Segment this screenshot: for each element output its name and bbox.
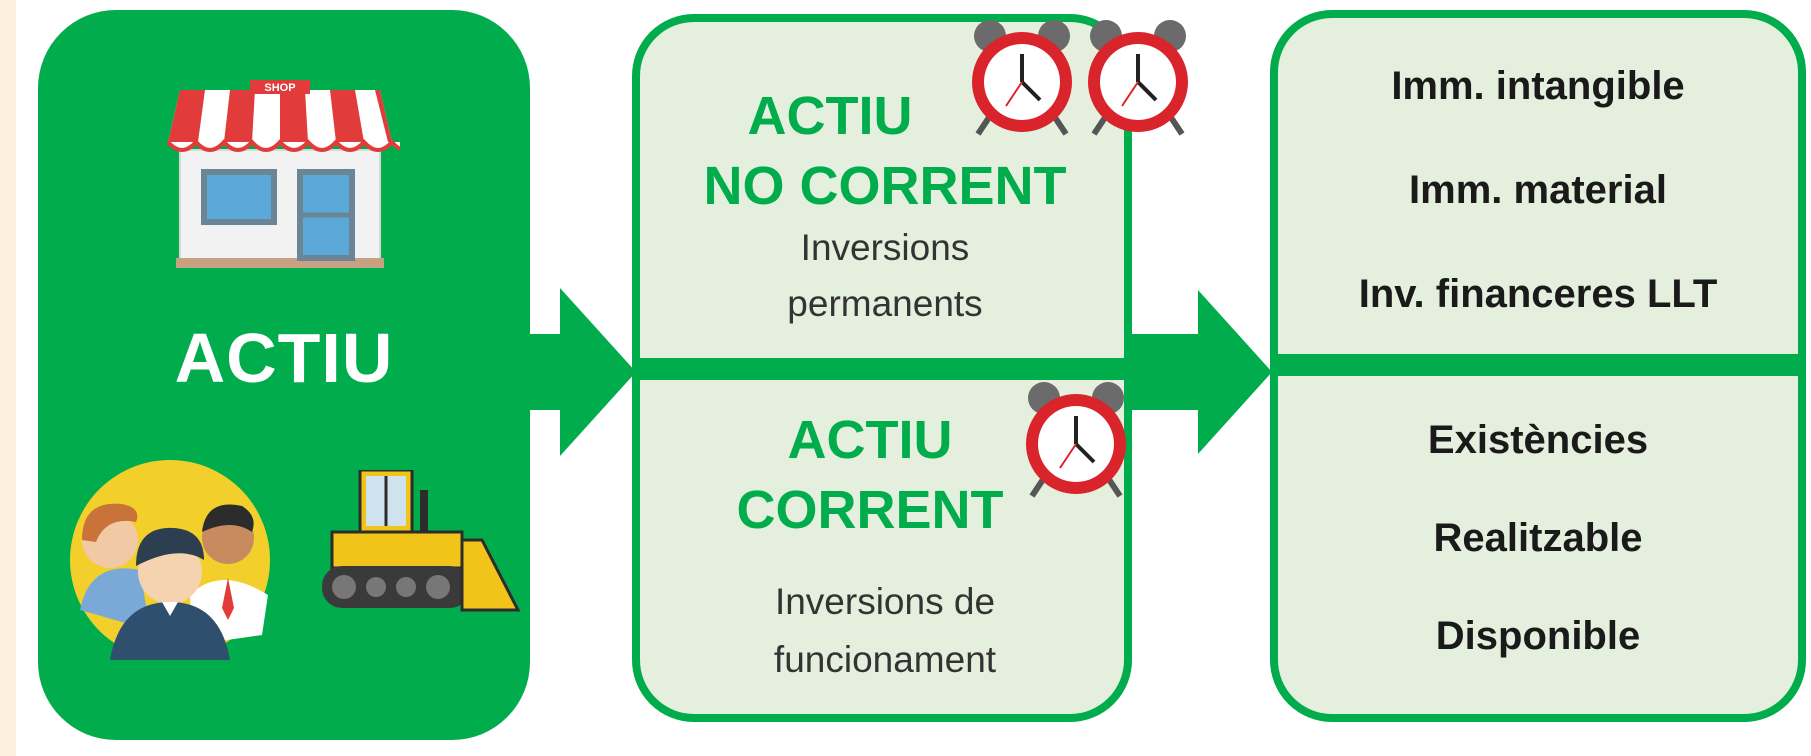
alarm-clock-icon bbox=[1088, 20, 1188, 136]
asset-type-divider bbox=[632, 358, 1132, 380]
non-current-sub-line2: permanents bbox=[787, 283, 983, 324]
people-icon bbox=[70, 460, 270, 660]
non-current-sub-line1: Inversions bbox=[800, 227, 970, 268]
category-item: Disponible bbox=[1435, 614, 1641, 658]
alarm-clock-icon bbox=[972, 20, 1072, 136]
arrow-right-2 bbox=[1132, 290, 1272, 454]
current-sub-line1: Inversions de bbox=[774, 581, 996, 622]
current-sub-line2: funcionament bbox=[773, 639, 997, 680]
category-item: Existències bbox=[1427, 418, 1649, 462]
shop-icon: SHOP bbox=[166, 80, 400, 268]
non-current-title-line2: NO CORRENT bbox=[703, 156, 1067, 216]
category-item: Inv. financeres LLT bbox=[1358, 272, 1718, 316]
category-item: Realitzable bbox=[1433, 516, 1643, 560]
category-item: Imm. intangible bbox=[1391, 64, 1685, 108]
shop-sign-text: SHOP bbox=[264, 82, 295, 94]
actiu-label: ACTIU bbox=[174, 319, 394, 397]
asset-category-divider bbox=[1270, 354, 1806, 376]
alarm-clock-icon bbox=[1026, 382, 1126, 498]
current-title-line2: CORRENT bbox=[736, 480, 1004, 540]
category-item: Imm. material bbox=[1409, 168, 1667, 212]
arrow-right-1 bbox=[530, 288, 636, 456]
bulldozer-icon bbox=[322, 470, 521, 612]
current-title-line1: ACTIU bbox=[787, 410, 953, 470]
non-current-title-line1: ACTIU bbox=[747, 86, 913, 146]
